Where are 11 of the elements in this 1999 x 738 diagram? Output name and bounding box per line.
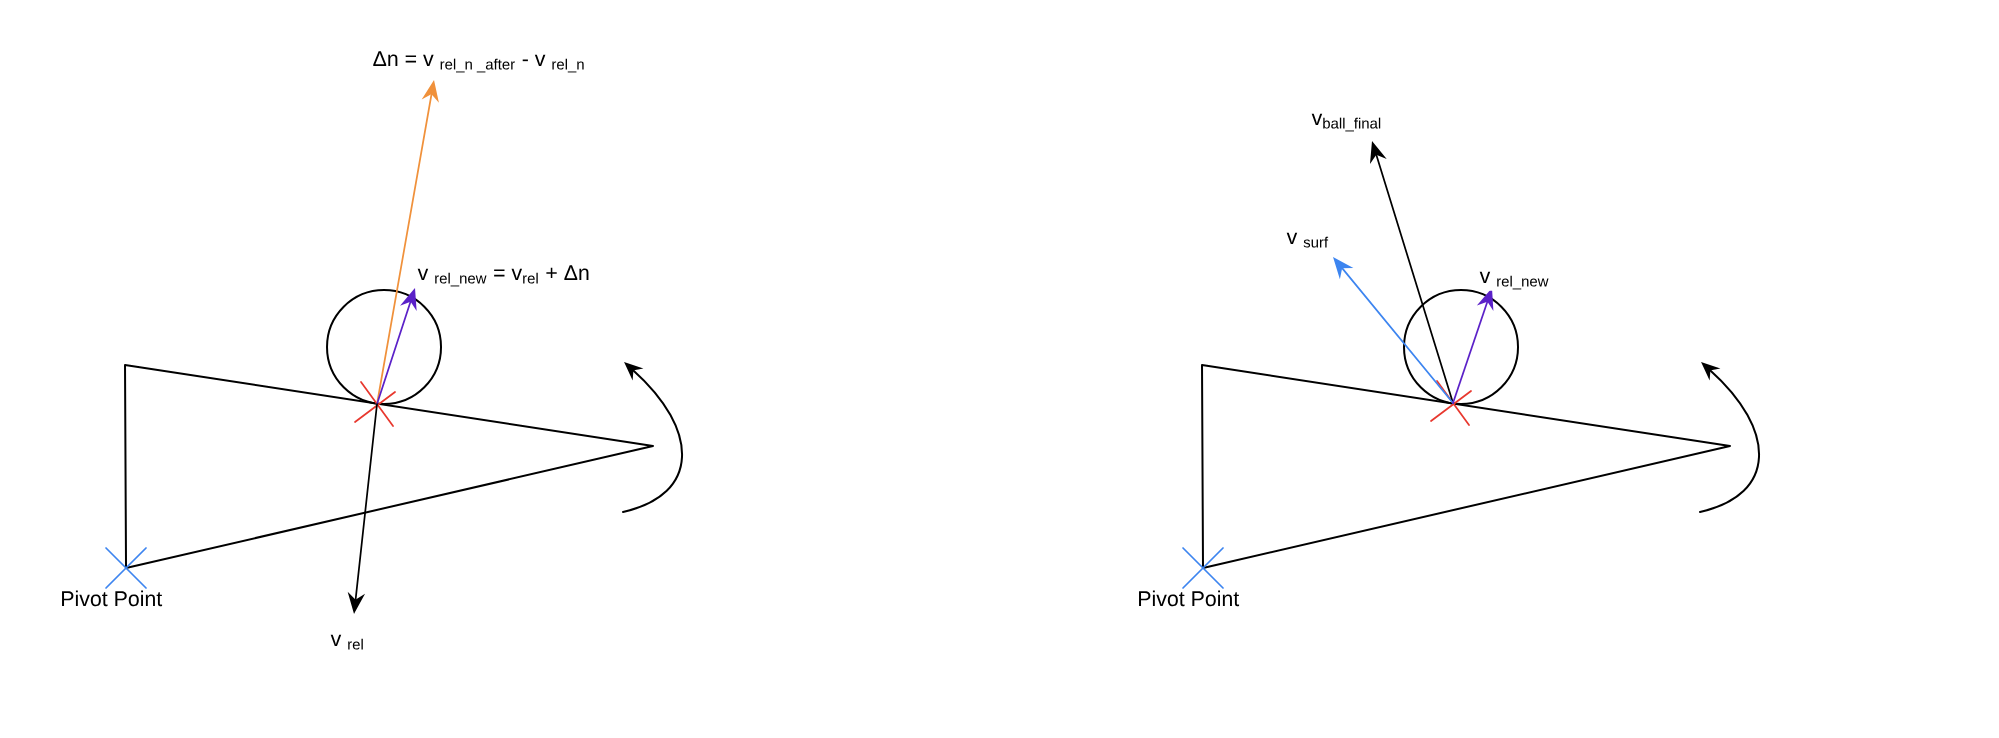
pivot-label: Pivot Point — [1139, 590, 1240, 607]
vector-label: $\text{Δn = v }_{\text{rel\_n \_after}}\text{ - v }_{\text{rel\_n}}$ — [371, 50, 587, 74]
pivot-label: Pivot Point — [62, 590, 163, 607]
vector-label: v $_{rel_new}$ — [1478, 270, 1551, 291]
vector-arrow — [1333, 257, 1454, 404]
vector-label: v $_{rel}$ — [329, 633, 366, 651]
vector-label: $\text{v}_{\text{ball\_final}}$ — [1310, 112, 1384, 133]
vector-label: v $_{surf}$ — [1285, 231, 1331, 249]
contact-point-marker — [354, 381, 396, 427]
contact-point-marker — [1430, 380, 1472, 426]
vector-label: v $_{rel_new}$ = v$_{rel}$ + Δn — [416, 264, 592, 288]
